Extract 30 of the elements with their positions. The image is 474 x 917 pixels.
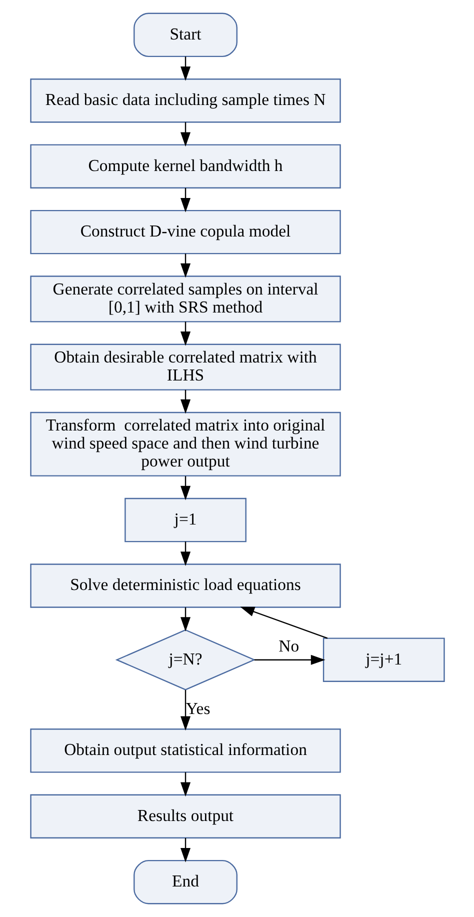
arrow [180,390,190,414]
arrow [180,772,190,797]
edge-label: Yes [185,698,210,718]
node-box: Compute kernel bandwidth h [30,144,340,188]
arrow [180,188,190,212]
node-box: Construct D-vine copula model [30,210,340,254]
arrow [254,654,325,665]
node-box: End [133,860,237,904]
arrow [180,838,190,862]
arrow [180,607,190,632]
node-box: Generate correlated samples on interval [0,1] with SRS method [30,276,340,322]
arrow [180,56,190,81]
node-box: Obtain desirable correlated matrix with ILHS [30,344,340,390]
node-box: Results output [30,794,340,838]
node-box: Obtain output statistical information [30,728,340,773]
node-box: Start [133,12,237,57]
node-box: j=j+1 [322,638,444,682]
node-box: Transform correlated matrix into original wind speed space and then wind turbine power output [30,412,340,476]
node-diamond: j=N? [114,629,256,690]
arrow [180,254,190,278]
edge-label: No [278,636,299,656]
node-box: Read basic data including sample times N [30,78,340,123]
arrow [180,122,190,147]
arrow [240,606,328,639]
arrow [180,690,190,731]
node-box: j=1 [124,498,246,542]
node-box: Solve deterministic load equations [30,564,340,608]
arrow [180,542,190,566]
arrow [180,322,190,346]
arrow [180,476,190,500]
